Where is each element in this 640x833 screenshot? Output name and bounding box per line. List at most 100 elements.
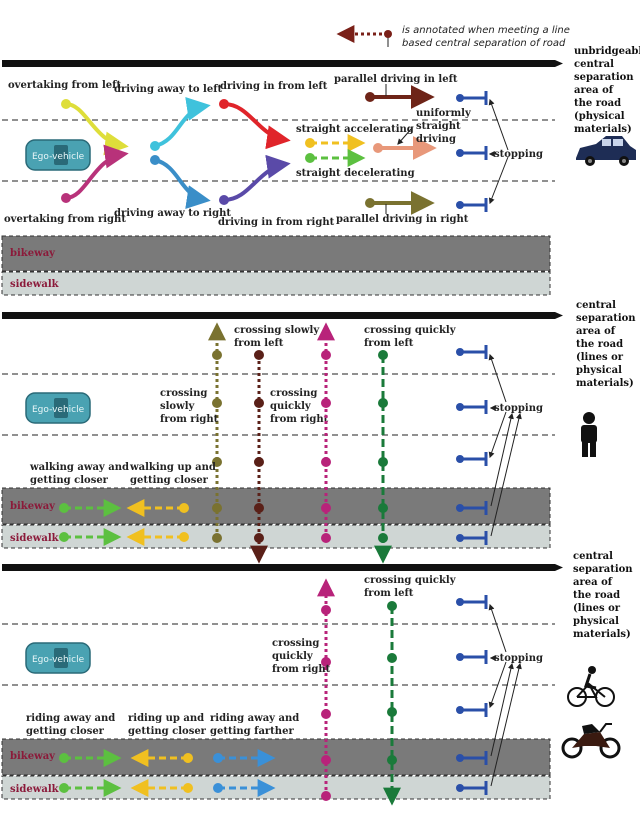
sidewalk-label: sidewalk bbox=[10, 784, 60, 795]
central-separation-bar bbox=[2, 60, 555, 67]
svg-text:from right: from right bbox=[272, 664, 331, 675]
svg-text:Ego-vehicle: Ego-vehicle bbox=[32, 655, 85, 665]
in-left-label: driving in from left bbox=[220, 81, 328, 92]
svg-text:unbridgeable: unbridgeable bbox=[574, 46, 640, 57]
ego-vehicle-label: Ego-vehicle bbox=[32, 152, 85, 162]
svg-text:from left: from left bbox=[364, 588, 414, 599]
ego-vehicle: Ego-vehicle bbox=[25, 139, 91, 171]
svg-text:quickly: quickly bbox=[270, 401, 312, 412]
central-separation-bar bbox=[2, 564, 555, 571]
svg-text:crossing: crossing bbox=[270, 388, 317, 399]
svg-text:materials): materials) bbox=[574, 124, 632, 135]
sidewalk-label: sidewalk bbox=[10, 279, 60, 290]
bikeway-label: bikeway bbox=[10, 751, 56, 762]
ego-vehicle: Ego-vehicle bbox=[25, 392, 91, 424]
svg-text:the road: the road bbox=[576, 339, 623, 350]
svg-text:separation: separation bbox=[573, 564, 633, 575]
svg-text:central: central bbox=[573, 551, 613, 562]
crossing-quickly-right-arrow bbox=[317, 322, 335, 543]
crossing-slowly-right-arrow bbox=[208, 322, 226, 543]
away-left-arrow bbox=[154, 97, 211, 148]
car-icon bbox=[576, 136, 636, 166]
central-separation-bar bbox=[2, 312, 555, 319]
stopping-group: stopping bbox=[456, 595, 543, 795]
svg-text:stopping: stopping bbox=[494, 653, 543, 664]
straight-dec-label: straight decelerating bbox=[296, 168, 415, 179]
svg-text:getting farther: getting farther bbox=[210, 726, 294, 737]
in-left-arrow bbox=[223, 102, 291, 150]
svg-text:slowly: slowly bbox=[160, 401, 196, 412]
away-right-label: driving away to right bbox=[114, 208, 231, 219]
svg-text:Ego-vehicle: Ego-vehicle bbox=[32, 405, 85, 415]
svg-text:the road: the road bbox=[574, 98, 621, 109]
ego-vehicle: Ego-vehicle bbox=[25, 642, 91, 674]
svg-text:materials): materials) bbox=[576, 378, 634, 389]
bikeway-lane bbox=[1, 235, 551, 272]
svg-text:getting closer: getting closer bbox=[128, 726, 207, 737]
panel-pedestrian: bikeway sidewalk Ego-vehicle crossing sl… bbox=[1, 300, 636, 564]
panel-cyclist: bikeway sidewalk Ego-vehicle crossing qu… bbox=[1, 551, 633, 806]
away-left-label: driving away to left bbox=[114, 84, 223, 95]
bikeway-lane bbox=[1, 487, 551, 525]
svg-text:area of: area of bbox=[576, 326, 616, 337]
stopping-label: stopping bbox=[494, 149, 543, 160]
svg-text:stopping: stopping bbox=[494, 403, 543, 414]
svg-text:getting closer: getting closer bbox=[30, 475, 109, 486]
svg-text:crossing: crossing bbox=[272, 638, 319, 649]
bikeway-label: bikeway bbox=[10, 501, 56, 512]
svg-text:the road: the road bbox=[573, 590, 620, 601]
svg-text:walking away and: walking away and bbox=[29, 462, 129, 473]
svg-text:from right: from right bbox=[270, 414, 329, 425]
svg-text:separation: separation bbox=[574, 72, 634, 83]
svg-text:crossing slowly: crossing slowly bbox=[234, 325, 320, 336]
legend-text-2: based central separation of road bbox=[402, 38, 566, 49]
straight-acc-label: straight accelerating bbox=[296, 124, 414, 135]
stopping-group: stopping bbox=[456, 345, 543, 545]
bicycle-icon bbox=[567, 666, 615, 707]
parallel-right-label: parallel driving in right bbox=[336, 214, 469, 225]
crossing-quickly-left-arrow bbox=[374, 350, 392, 564]
svg-text:crossing quickly: crossing quickly bbox=[364, 575, 457, 586]
svg-text:quickly: quickly bbox=[272, 651, 314, 662]
stopping-group: stopping bbox=[456, 91, 543, 212]
sidewalk-label: sidewalk bbox=[10, 533, 60, 544]
svg-text:physical: physical bbox=[576, 365, 622, 376]
svg-text:riding up and: riding up and bbox=[128, 713, 204, 724]
svg-text:from left: from left bbox=[234, 338, 284, 349]
crossing-quickly-right-arrow bbox=[317, 578, 335, 801]
away-right-arrow bbox=[154, 158, 211, 209]
legend-text-1: is annotated when meeting a line bbox=[402, 25, 570, 36]
svg-text:area of: area of bbox=[573, 577, 613, 588]
svg-text:getting closer: getting closer bbox=[26, 726, 105, 737]
svg-text:physical: physical bbox=[573, 616, 619, 627]
svg-text:from right: from right bbox=[160, 414, 219, 425]
svg-text:area of: area of bbox=[574, 85, 614, 96]
bikeway-label: bikeway bbox=[10, 248, 56, 259]
panel-vehicle: bikeway sidewalk Ego-vehicle overtaking … bbox=[1, 46, 640, 296]
overtaking-right-label: overtaking from right bbox=[4, 214, 126, 225]
svg-text:central: central bbox=[574, 59, 614, 70]
uniform-label-3: driving bbox=[416, 134, 456, 145]
parallel-left-label: parallel driving in left bbox=[334, 74, 458, 85]
legend-dot bbox=[384, 30, 392, 38]
svg-text:(lines or: (lines or bbox=[576, 352, 624, 363]
in-right-arrow bbox=[223, 154, 291, 202]
svg-text:materials): materials) bbox=[573, 629, 631, 640]
svg-text:riding away and: riding away and bbox=[26, 713, 115, 724]
motorcycle-icon bbox=[561, 723, 621, 759]
svg-text:riding away and: riding away and bbox=[210, 713, 299, 724]
svg-text:from left: from left bbox=[364, 338, 414, 349]
uniform-label-2: straight bbox=[416, 121, 461, 132]
overtaking-left-label: overtaking from left bbox=[8, 80, 121, 91]
side-label-2: central separation area of the road (lin… bbox=[576, 300, 636, 389]
legend: is annotated when meeting a line based c… bbox=[336, 25, 570, 49]
svg-text:getting closer: getting closer bbox=[130, 475, 209, 486]
crossing-quickly-left-arrow bbox=[383, 601, 401, 806]
uniform-label-1: uniformly bbox=[416, 108, 472, 119]
svg-text:(lines or: (lines or bbox=[573, 603, 621, 614]
sidewalk-lane bbox=[1, 271, 551, 296]
svg-text:(physical: (physical bbox=[574, 111, 625, 122]
svg-text:crossing: crossing bbox=[160, 388, 207, 399]
overtaking-right-arrow bbox=[65, 144, 129, 200]
overtaking-left-arrow bbox=[65, 102, 129, 156]
